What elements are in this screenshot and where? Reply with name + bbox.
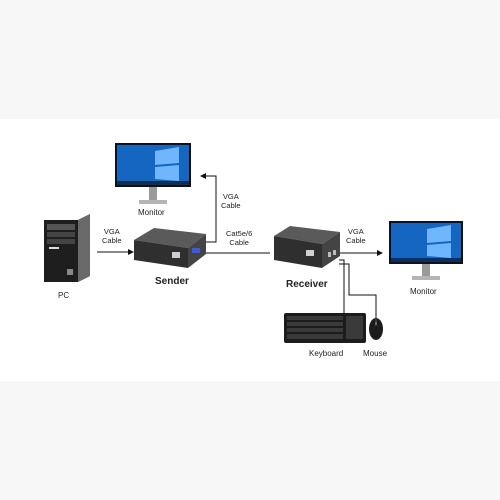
mouse-label: Mouse xyxy=(363,349,388,358)
sender-device-icon xyxy=(134,228,206,268)
cable-label-sender-monitor: VGA Cable xyxy=(221,192,241,210)
cable-label-line: Cable xyxy=(102,235,122,245)
cable-receiver-keyboard xyxy=(339,259,345,313)
cable-label-line: VGA xyxy=(222,192,239,201)
cable-label-line: VGA xyxy=(347,227,364,236)
monitor-left-icon xyxy=(115,143,191,204)
monitor-right-icon xyxy=(389,221,463,280)
cable-label-line: Cable xyxy=(229,237,249,247)
cable-label-line: Cable xyxy=(346,235,366,245)
monitor-right-label: Monitor xyxy=(410,287,437,296)
monitor-left-label: Monitor xyxy=(138,208,165,217)
cable-label-sender-receiver: Cat5e/6 Cable xyxy=(226,229,253,247)
pc-label: PC xyxy=(58,291,70,300)
cable-label-line: Cable xyxy=(221,200,241,210)
mouse-icon xyxy=(369,318,383,340)
cable-label-line: Cat5e/6 xyxy=(226,229,253,238)
receiver-device-icon xyxy=(274,226,340,268)
keyboard-label: Keyboard xyxy=(309,349,344,358)
sender-label: Sender xyxy=(155,276,189,287)
receiver-label: Receiver xyxy=(286,279,328,290)
cable-receiver-mouse xyxy=(339,263,377,318)
cable-label-pc-sender: VGA Cable xyxy=(102,227,122,245)
cable-label-line: VGA xyxy=(103,227,120,236)
pc-tower-icon xyxy=(44,214,90,282)
cable-sender-monitor xyxy=(200,173,217,243)
cable-label-receiver-monitor: VGA Cable xyxy=(346,227,366,245)
keyboard-icon xyxy=(284,313,366,343)
